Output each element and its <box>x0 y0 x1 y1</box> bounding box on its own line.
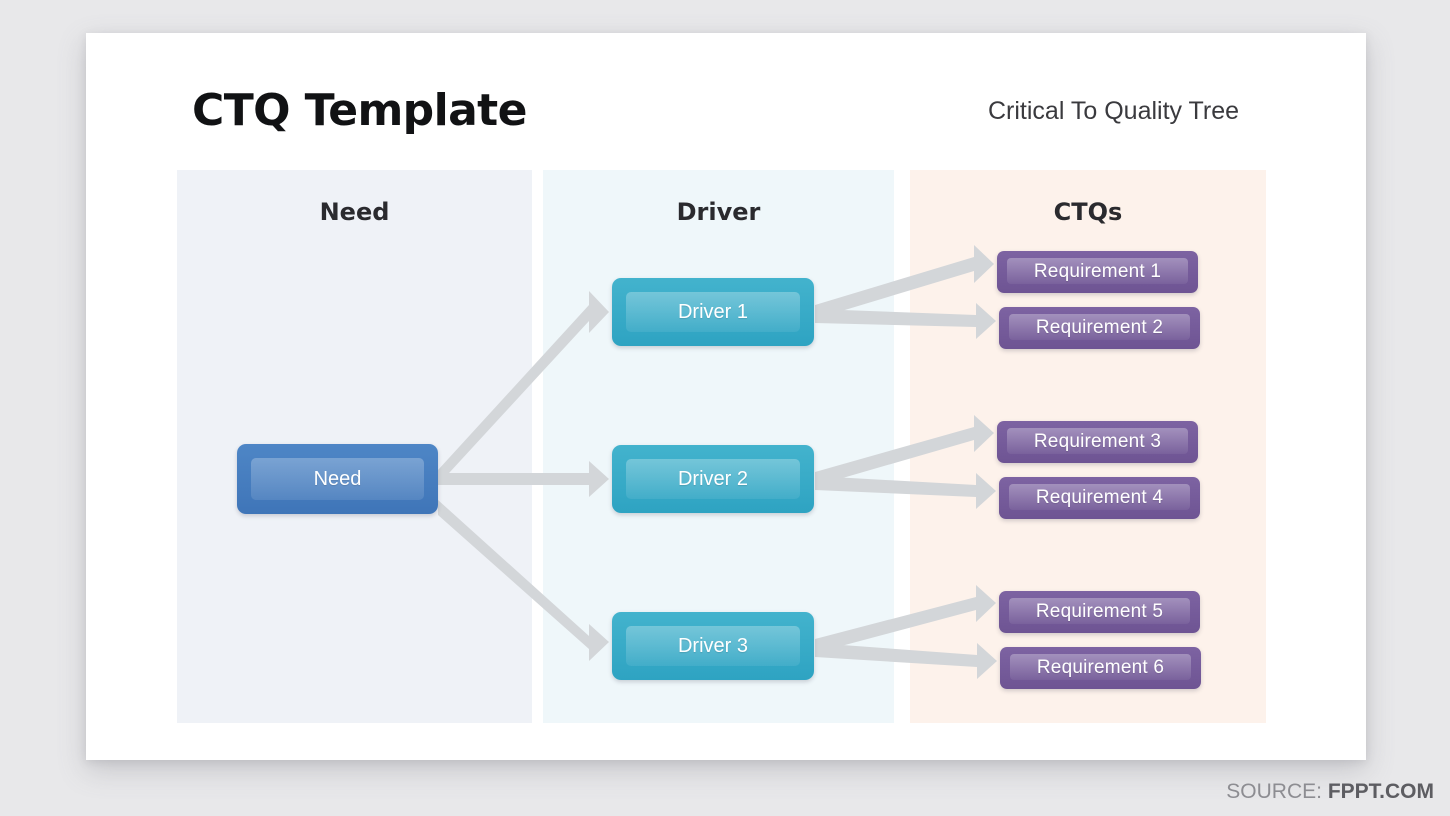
source-value: FPPT.COM <box>1327 780 1434 803</box>
node-requirement-2-label: Requirement 2 <box>1035 317 1164 338</box>
node-requirement-3[interactable]: Requirement 3 <box>997 421 1198 463</box>
node-need[interactable]: Need <box>237 444 438 514</box>
node-gloss <box>1009 313 1190 340</box>
node-gloss <box>1007 257 1188 284</box>
node-gloss <box>626 625 800 667</box>
node-requirement-6[interactable]: Requirement 6 <box>1000 647 1201 689</box>
node-driver-3-label: Driver 3 <box>677 634 748 657</box>
node-driver-1[interactable]: Driver 1 <box>612 278 814 346</box>
node-driver-3[interactable]: Driver 3 <box>612 612 814 680</box>
node-requirement-6-label: Requirement 6 <box>1036 657 1165 678</box>
node-requirement-2[interactable]: Requirement 2 <box>999 307 1200 349</box>
node-gloss <box>1010 653 1191 680</box>
node-requirement-4[interactable]: Requirement 4 <box>999 477 1200 519</box>
node-gloss <box>1009 483 1190 510</box>
page-subtitle: Critical To Quality Tree <box>988 97 1240 125</box>
slide-card: CTQ Template Critical To Quality Tree Ne… <box>86 33 1366 760</box>
node-gloss <box>1007 427 1188 454</box>
node-driver-2[interactable]: Driver 2 <box>612 445 814 513</box>
node-gloss <box>626 291 800 333</box>
node-requirement-5[interactable]: Requirement 5 <box>999 591 1200 633</box>
column-header-ctqs: CTQs <box>1053 198 1123 226</box>
source-footer: SOURCE: FPPT.COM <box>1226 780 1434 804</box>
node-requirement-4-label: Requirement 4 <box>1035 487 1164 508</box>
node-requirement-1[interactable]: Requirement 1 <box>997 251 1198 293</box>
node-need-label: Need <box>313 467 362 490</box>
node-gloss <box>251 458 424 500</box>
page-title: CTQ Template <box>192 85 527 136</box>
column-header-need: Need <box>319 198 390 226</box>
node-driver-2-label: Driver 2 <box>677 467 748 490</box>
source-label: SOURCE: <box>1226 780 1322 803</box>
node-requirement-3-label: Requirement 3 <box>1033 431 1162 452</box>
node-requirement-5-label: Requirement 5 <box>1035 601 1164 622</box>
node-requirement-1-label: Requirement 1 <box>1033 261 1162 282</box>
node-driver-1-label: Driver 1 <box>677 300 748 323</box>
node-gloss <box>1009 597 1190 624</box>
column-header-driver: Driver <box>676 198 761 226</box>
node-gloss <box>626 458 800 500</box>
